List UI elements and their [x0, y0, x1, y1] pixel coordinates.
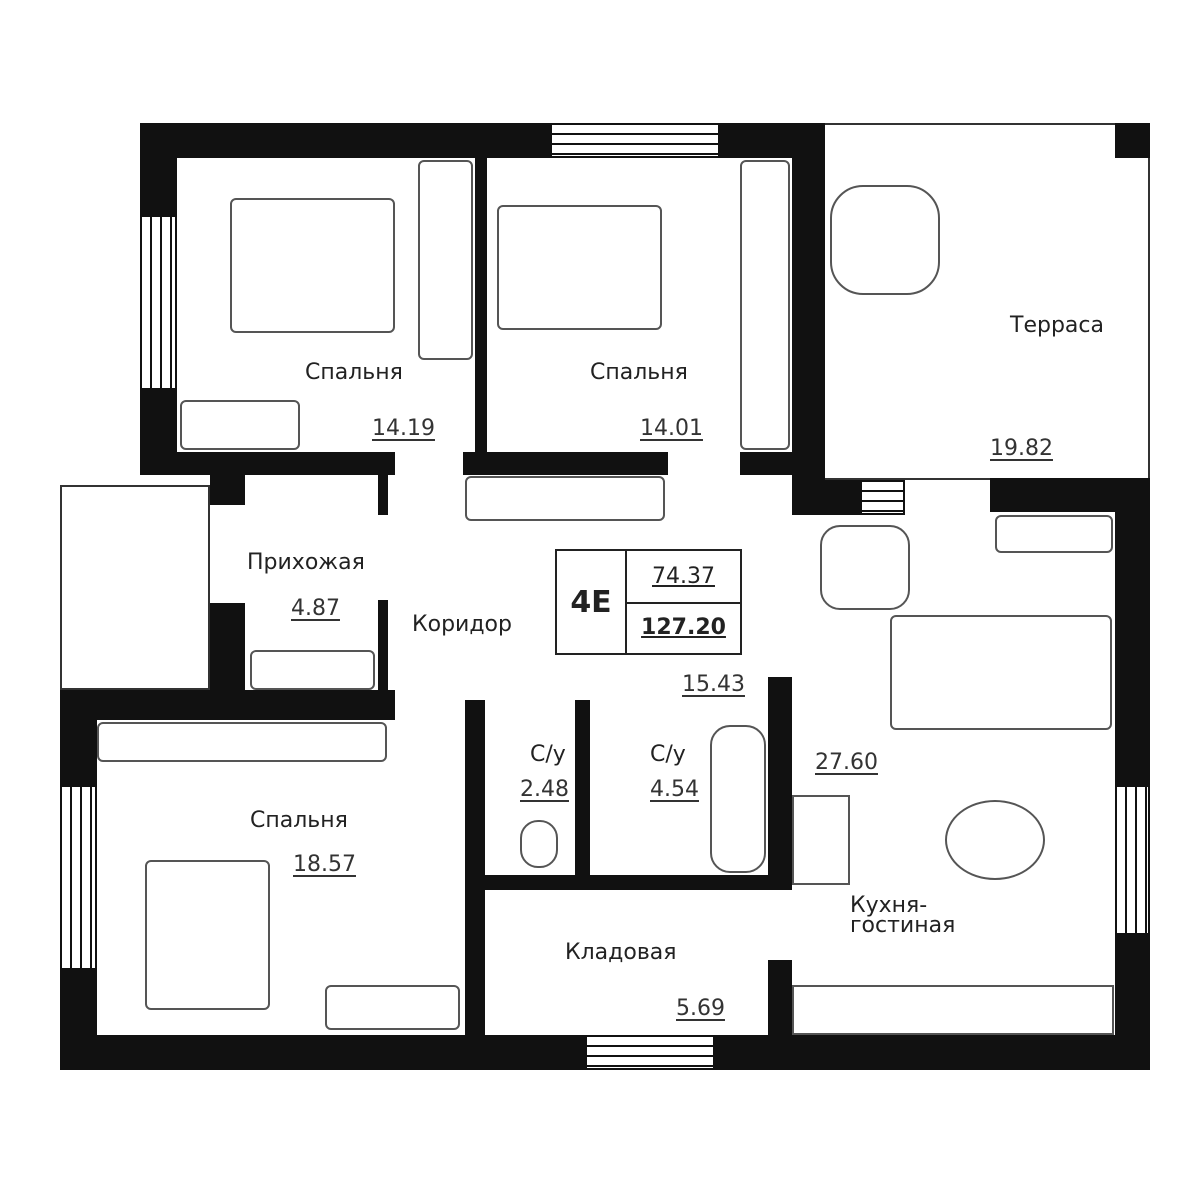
wall [768, 677, 792, 890]
wall [210, 603, 245, 693]
room-area: 5.69 [676, 996, 725, 1021]
wall [60, 690, 395, 720]
apartment-badge: 4E 74.37 127.20 [555, 549, 742, 655]
room-area: 2.48 [520, 777, 569, 802]
kitchen-counter [792, 985, 1114, 1035]
wall [60, 690, 97, 785]
wall [740, 452, 792, 475]
room-name: Спальня [250, 808, 348, 833]
wall [475, 158, 487, 455]
living-area: 74.37 [627, 551, 740, 604]
room-area: 14.19 [372, 416, 435, 441]
room-area: 27.60 [815, 750, 878, 775]
room-name-line2: гостиная [850, 913, 956, 938]
room-name: Кладовая [565, 940, 677, 965]
window [550, 123, 720, 158]
toilet [520, 820, 558, 868]
room-name: С/у [530, 742, 566, 767]
room-area: 19.82 [990, 436, 1053, 461]
wall [465, 700, 485, 1035]
wall [485, 875, 790, 890]
entrance-porch [60, 485, 210, 690]
shoe-cabinet [250, 650, 375, 690]
wall [140, 123, 177, 215]
wall [463, 452, 668, 475]
room-name: Терраса [1010, 313, 1104, 338]
window [140, 215, 177, 390]
wall [210, 475, 245, 505]
terrace-door [860, 480, 905, 515]
sofa [890, 615, 1112, 730]
fridge [792, 795, 850, 885]
window [60, 785, 97, 970]
window [585, 1035, 715, 1070]
total-area: 127.20 [641, 615, 726, 640]
window [1115, 785, 1150, 935]
wall [140, 123, 550, 158]
desk [180, 400, 300, 450]
armchair [820, 525, 910, 610]
apartment-type-code: 4E [557, 551, 627, 653]
dining-table [830, 185, 940, 295]
wall [60, 970, 97, 1070]
bed [145, 860, 270, 1010]
wall [715, 1035, 1150, 1070]
room-area: 18.57 [293, 852, 356, 877]
wall [140, 452, 395, 475]
wardrobe [465, 476, 665, 521]
terrace-border [825, 123, 1150, 480]
desk [325, 985, 460, 1030]
wall [792, 123, 825, 515]
bed [497, 205, 662, 330]
room-area: 4.87 [291, 596, 340, 621]
bed [230, 198, 395, 333]
bathtub [710, 725, 766, 873]
wardrobe [740, 160, 790, 450]
room-name: Спальня [590, 360, 688, 385]
room-area: 15.43 [682, 672, 745, 697]
room-area: 4.54 [650, 777, 699, 802]
room-name: Спальня [305, 360, 403, 385]
room-name: Коридор [412, 612, 512, 637]
wardrobe [418, 160, 473, 360]
wall [60, 1035, 585, 1070]
desk [97, 722, 387, 762]
wall [1115, 478, 1150, 785]
room-area: 14.01 [640, 416, 703, 441]
wall [792, 480, 860, 515]
wall [768, 960, 792, 1035]
room-name-line1: Кухня- [850, 893, 928, 918]
wall [378, 475, 388, 515]
wall [378, 600, 388, 695]
wall [1115, 123, 1150, 158]
room-name: Прихожая [247, 550, 365, 575]
round-table [945, 800, 1045, 880]
tv-stand [995, 515, 1113, 553]
wall [575, 700, 590, 880]
room-name: С/у [650, 742, 686, 767]
